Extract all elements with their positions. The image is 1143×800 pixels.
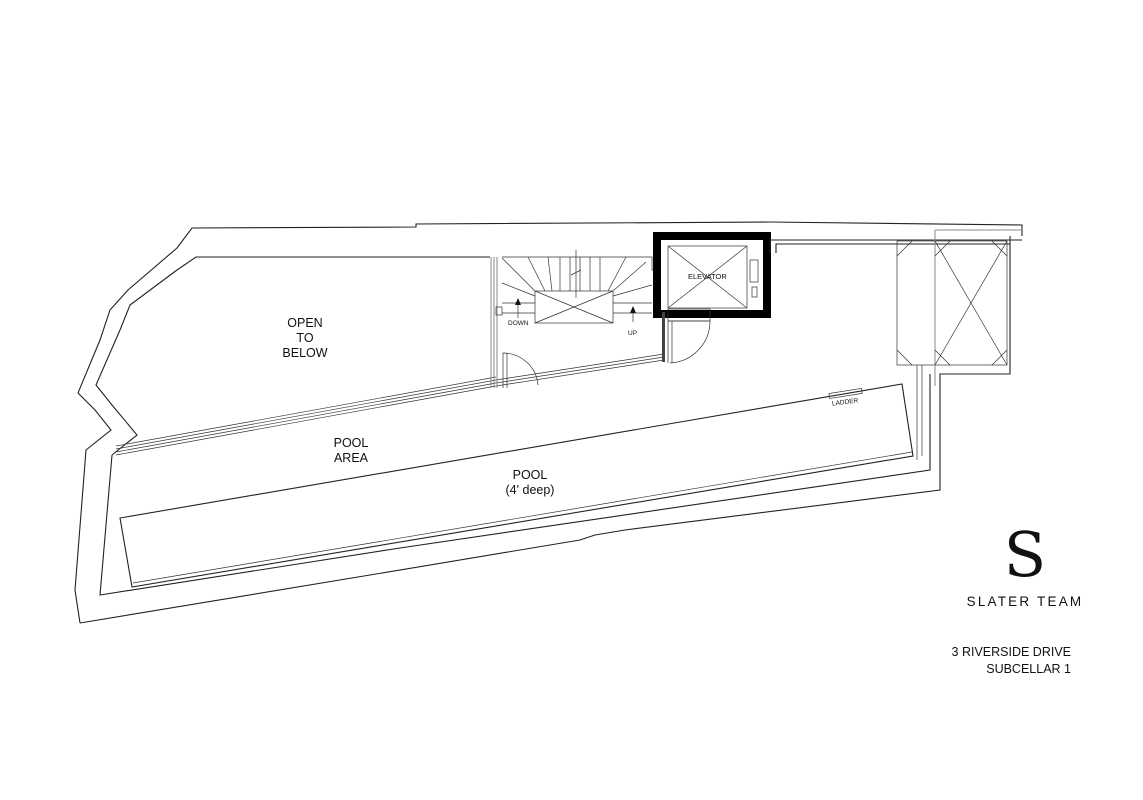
level-text: SUBCELLAR 1 (986, 662, 1071, 676)
glass-railing (115, 353, 665, 456)
label-line: POOL (333, 436, 369, 450)
slater-s-logo-icon: S (1003, 518, 1047, 591)
room-label-pool-area: POOL AREA (316, 436, 386, 466)
plan-caption: 3 RIVERSIDE DRIVE SUBCELLAR 1 (952, 644, 1071, 678)
pool-outline (119, 383, 914, 588)
label-line: AREA (333, 451, 369, 465)
stair-up-label: UP (628, 330, 638, 337)
company-name: SLATER TEAM (966, 594, 1084, 609)
stair-down-label: DOWN (508, 320, 529, 327)
room-label-open-to-below: OPEN TO BELOW (270, 316, 340, 361)
address-text: 3 RIVERSIDE DRIVE (951, 645, 1071, 659)
label-line: POOL (512, 468, 548, 482)
elevator-label: ELEVATOR (688, 272, 727, 281)
label-line: TO (296, 331, 314, 345)
brand-logo: S SLATER TEAM (930, 518, 1120, 610)
light-well (896, 229, 1022, 460)
stair-enclosure (490, 250, 661, 388)
label-line: BELOW (282, 346, 328, 360)
room-label-pool: POOL (4' deep) (490, 468, 570, 498)
label-line: OPEN (287, 316, 323, 330)
label-line: (4' deep) (505, 483, 555, 497)
outer-wall (74, 221, 1023, 624)
elevator-shaft (653, 232, 1022, 364)
